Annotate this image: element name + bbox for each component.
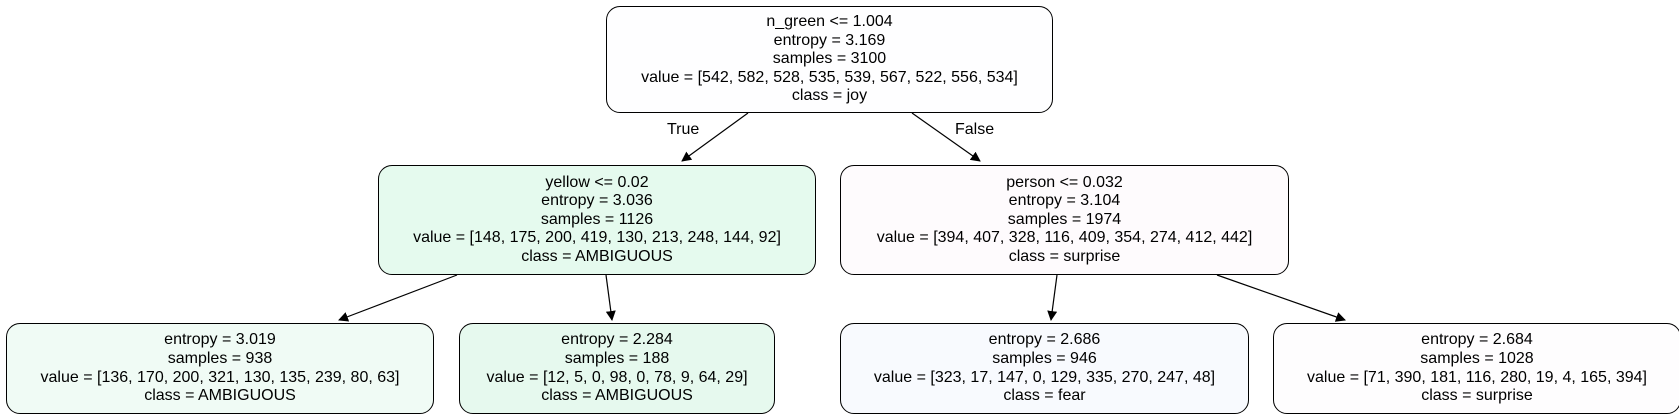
class-label: class = AMBIGUOUS bbox=[521, 247, 673, 265]
class-label: class = fear bbox=[1003, 387, 1086, 405]
edge-right-to-right-left bbox=[1047, 274, 1058, 321]
class-label: class = AMBIGUOUS bbox=[541, 387, 693, 405]
class-distribution: value = [394, 407, 328, 116, 409, 354, 2… bbox=[876, 229, 1253, 247]
edge-left-to-left-left bbox=[338, 274, 458, 322]
samples-count: samples = 946 bbox=[992, 349, 1097, 367]
class-distribution: value = [148, 175, 200, 419, 130, 213, 2… bbox=[413, 229, 781, 247]
entropy-value: entropy = 2.284 bbox=[561, 331, 673, 349]
entropy-value: entropy = 3.019 bbox=[164, 331, 276, 349]
entropy-value: entropy = 3.169 bbox=[773, 31, 886, 49]
class-label: class = joy bbox=[791, 87, 868, 105]
split-condition: n_green <= 1.004 bbox=[766, 13, 893, 31]
class-distribution: value = [71, 390, 181, 116, 280, 19, 4, … bbox=[1307, 368, 1647, 386]
class-label: class = surprise bbox=[1008, 247, 1121, 265]
class-label: class = AMBIGUOUS bbox=[144, 387, 296, 405]
entropy-value: entropy = 2.686 bbox=[988, 331, 1101, 349]
class-distribution: value = [323, 17, 147, 0, 129, 335, 270,… bbox=[873, 368, 1216, 386]
tree-node-root: n_green <= 1.004 entropy = 3.169 samples… bbox=[606, 6, 1053, 113]
tree-leaf-right-right: entropy = 2.684 samples = 1028 value = [… bbox=[1273, 323, 1679, 414]
tree-leaf-right-left: entropy = 2.686 samples = 946 value = [3… bbox=[840, 323, 1249, 414]
class-distribution: value = [12, 5, 0, 98, 0, 78, 9, 64, 29] bbox=[486, 368, 748, 386]
tree-node-right: person <= 0.032 entropy = 3.104 samples … bbox=[840, 165, 1289, 275]
tree-leaf-left-left: entropy = 3.019 samples = 938 value = [1… bbox=[6, 323, 434, 414]
samples-count: samples = 1974 bbox=[1007, 210, 1122, 228]
tree-leaf-left-right: entropy = 2.284 samples = 188 value = [1… bbox=[459, 323, 775, 414]
entropy-value: entropy = 2.684 bbox=[1421, 331, 1533, 349]
tree-node-left: yellow <= 0.02 entropy = 3.036 samples =… bbox=[378, 165, 816, 275]
samples-count: samples = 3100 bbox=[772, 50, 887, 68]
edge-label-false: False bbox=[955, 121, 995, 138]
edge-left-to-left-right bbox=[605, 274, 616, 321]
edge-root-to-right bbox=[911, 112, 981, 162]
class-distribution: value = [542, 582, 528, 535, 539, 567, 5… bbox=[641, 68, 1018, 86]
split-condition: person <= 0.032 bbox=[1006, 173, 1123, 191]
samples-count: samples = 938 bbox=[167, 349, 273, 367]
split-condition: yellow <= 0.02 bbox=[545, 173, 649, 191]
class-distribution: value = [136, 170, 200, 321, 130, 135, 2… bbox=[40, 368, 400, 386]
samples-count: samples = 1126 bbox=[540, 210, 654, 228]
samples-count: samples = 188 bbox=[564, 349, 670, 367]
edge-right-to-right-right bbox=[1216, 274, 1346, 322]
entropy-value: entropy = 3.104 bbox=[1008, 192, 1121, 210]
edge-label-true: True bbox=[667, 121, 700, 138]
entropy-value: entropy = 3.036 bbox=[541, 192, 653, 210]
samples-count: samples = 1028 bbox=[1420, 349, 1534, 367]
edge-root-to-left bbox=[681, 112, 749, 162]
class-label: class = surprise bbox=[1421, 387, 1533, 405]
